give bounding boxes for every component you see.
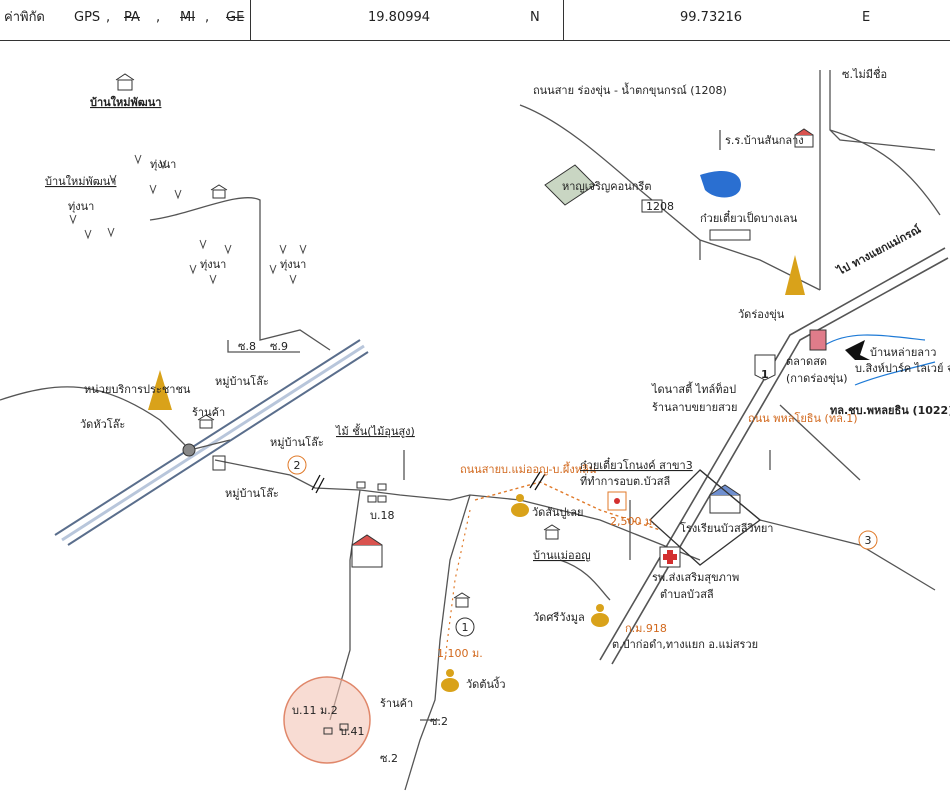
longitude-dir: E	[862, 10, 871, 25]
label-soi-2: ซ.2	[380, 752, 398, 765]
coord-gps: GPS	[74, 10, 101, 25]
temple-icon	[148, 255, 805, 410]
label-wat-ton-ngiw: วัดต้นงิ้ว	[466, 676, 506, 691]
label-thung-na: ทุ่งนา	[68, 200, 94, 213]
label-soi-2: ซ.2	[430, 715, 448, 728]
label-soi-9: ซ.9	[270, 340, 288, 353]
fuel-station-icon	[212, 455, 226, 471]
coord-ge: GE	[226, 10, 245, 25]
label-shops-sub: ร้านลาบขยายสวย	[652, 401, 737, 414]
label-service-unit: หน่วยบริการประชาชน	[84, 383, 191, 396]
label-office: ที่ทำการอบต.บัวสลี	[580, 473, 670, 488]
label-distance-2500: 2,500 ม.	[610, 515, 656, 528]
label-hwy-1022: ทล.ชบ.พหลยธิน (1022)	[830, 404, 950, 417]
label-thung-na: ทุ่งนา	[280, 258, 306, 271]
highway-shield	[641, 199, 776, 381]
label-b41: บ.41	[340, 725, 364, 738]
label-hospital-sub: ตำบลบัวสลี	[660, 588, 714, 601]
label-to-junction: ไป ทางแยกแม่กรณ์	[833, 222, 924, 279]
river	[854, 361, 936, 386]
longitude-value: 99.73216	[680, 10, 743, 25]
waypoint-circle	[287, 455, 878, 637]
label-b18: บ.18	[370, 509, 394, 522]
label-moo-ban-lo: หมู่บ้านโล๊ะ	[270, 435, 324, 449]
label-soi-8: ซ.8	[238, 340, 256, 353]
label-noodle-bang-len: ก๋วยเตี๋ยวเป็ดบางเลน	[700, 209, 798, 225]
label-road-mae-on: ถนนสายบ.แม่ออญ-บ.ผึ้งหลิน	[460, 461, 597, 476]
label-soi-no-name: ซ.ไม่มีชื่อ	[842, 66, 887, 81]
label-noodle-shop: ก๋วยเตี๋ยวโกนงค์ สาขา3	[580, 456, 693, 472]
label-road-1208: ถนนสาย ร่องขุ่น - น้ำตกขุนกรณ์ (1208)	[533, 82, 727, 97]
label-ban-mae-on: บ้านแม่ออญ	[533, 549, 591, 562]
coord-sep-3: ,	[205, 10, 210, 25]
rice-field-icons	[69, 154, 307, 285]
label-wat-hua-lo: วัดหัวโล๊ะ	[80, 417, 125, 431]
label-wat-si-wiang: วัดศรีวังมูล	[533, 611, 585, 624]
label-school: โรงเรียนบัวสลีวิทยา	[680, 521, 773, 535]
label-ban-mai-phatthana-title: บ้านใหม่พัฒนา	[90, 95, 161, 109]
waypoint-1: 1	[462, 621, 469, 634]
coord-mi: MI	[180, 10, 196, 25]
label-hwy-1: 1	[761, 368, 769, 381]
coord-sep-2: ,	[156, 10, 161, 25]
latitude-value: 19.80994	[368, 10, 431, 25]
house-icon	[115, 73, 561, 735]
label-wat-san-pu-loei: วัดสันปูเลย	[532, 506, 583, 519]
waypoint-2: 2	[294, 459, 301, 472]
service-unit-icon	[182, 443, 196, 457]
office-icon	[607, 491, 627, 511]
hospital-icon	[659, 546, 681, 568]
label-hwy-1208: 1208	[646, 200, 674, 213]
label-hospital: รพ.ส่งเสริมสุขภาพ	[652, 571, 739, 584]
label-company-sub: บ.สิงห์ปาร์ค ไลเวย์ จำกัด	[855, 362, 950, 375]
pond	[700, 170, 741, 198]
label-concrete: หาญเจริญคอนกรีต	[562, 180, 651, 193]
roads	[0, 70, 941, 791]
label-road-phahon: ถนน พหลโยธิน (ทล.1)	[748, 411, 858, 425]
school-compound	[649, 469, 762, 566]
label-km918: ก.ม.918	[625, 622, 667, 635]
label-moo-ban-lo: หมู่บ้านโล๊ะ	[215, 374, 269, 388]
label-distance-1100: 1,100 ม.	[437, 647, 483, 660]
label-shop: ร้านค้า	[380, 697, 413, 710]
label-ban-mai-phatthana: บ้านใหม่พัฒนา	[45, 175, 116, 188]
location-highlight	[283, 676, 371, 764]
label-moo-ban-lo: หมู่บ้านโล๊ะ	[225, 486, 279, 500]
highway-left	[54, 339, 369, 546]
market-icon	[809, 329, 827, 351]
coord-label: ค่าพิกัด	[4, 10, 45, 25]
label-thung-na: ทุ่งนา	[200, 258, 226, 271]
route-map: 2 1 3 บ้านใหม่พัฒนา บ้านใหม่พัฒนา ทุ่งนา…	[0, 66, 950, 791]
latitude-dir: N	[530, 10, 540, 25]
label-shop: ร้านค้า	[192, 406, 225, 419]
label-company: บ้านหล่ายลาว	[870, 346, 936, 359]
crossing-marker	[311, 471, 546, 494]
label-direction: ต.ป่าก่อดำ,ทางแยก อ.แม่สรวย	[612, 638, 758, 651]
label-market-sub: (กาดร่องขุ่น)	[786, 372, 848, 385]
river	[824, 334, 926, 346]
label-b11: บ.11 ม.2	[292, 704, 338, 717]
coord-pa: PA	[124, 10, 140, 25]
buddha-icon	[441, 494, 609, 692]
label-market: ตลาดสด	[786, 355, 827, 368]
route-line	[444, 509, 471, 661]
factory-icon	[544, 164, 751, 241]
label-shops: ไดนาสตี้ ไทล์ท็อป	[651, 381, 736, 396]
coord-sep-1: ,	[106, 10, 111, 25]
waypoint-3: 3	[865, 534, 872, 547]
coordinate-header: ค่าพิกัด GPS , PA , MI , GE 19.80994 N 9…	[0, 0, 950, 41]
label-wat-rong-khun: วัดร่องขุ่น	[738, 308, 785, 321]
label-thung-na: ทุ่งนา	[150, 158, 176, 171]
label-mai-chan: ไม้ ชั้น(ไม้อุนสูง)	[335, 423, 415, 438]
airplane-icon	[845, 340, 870, 360]
label-school-san-klang: ร.ร.บ้านสันกลาง	[725, 134, 804, 147]
